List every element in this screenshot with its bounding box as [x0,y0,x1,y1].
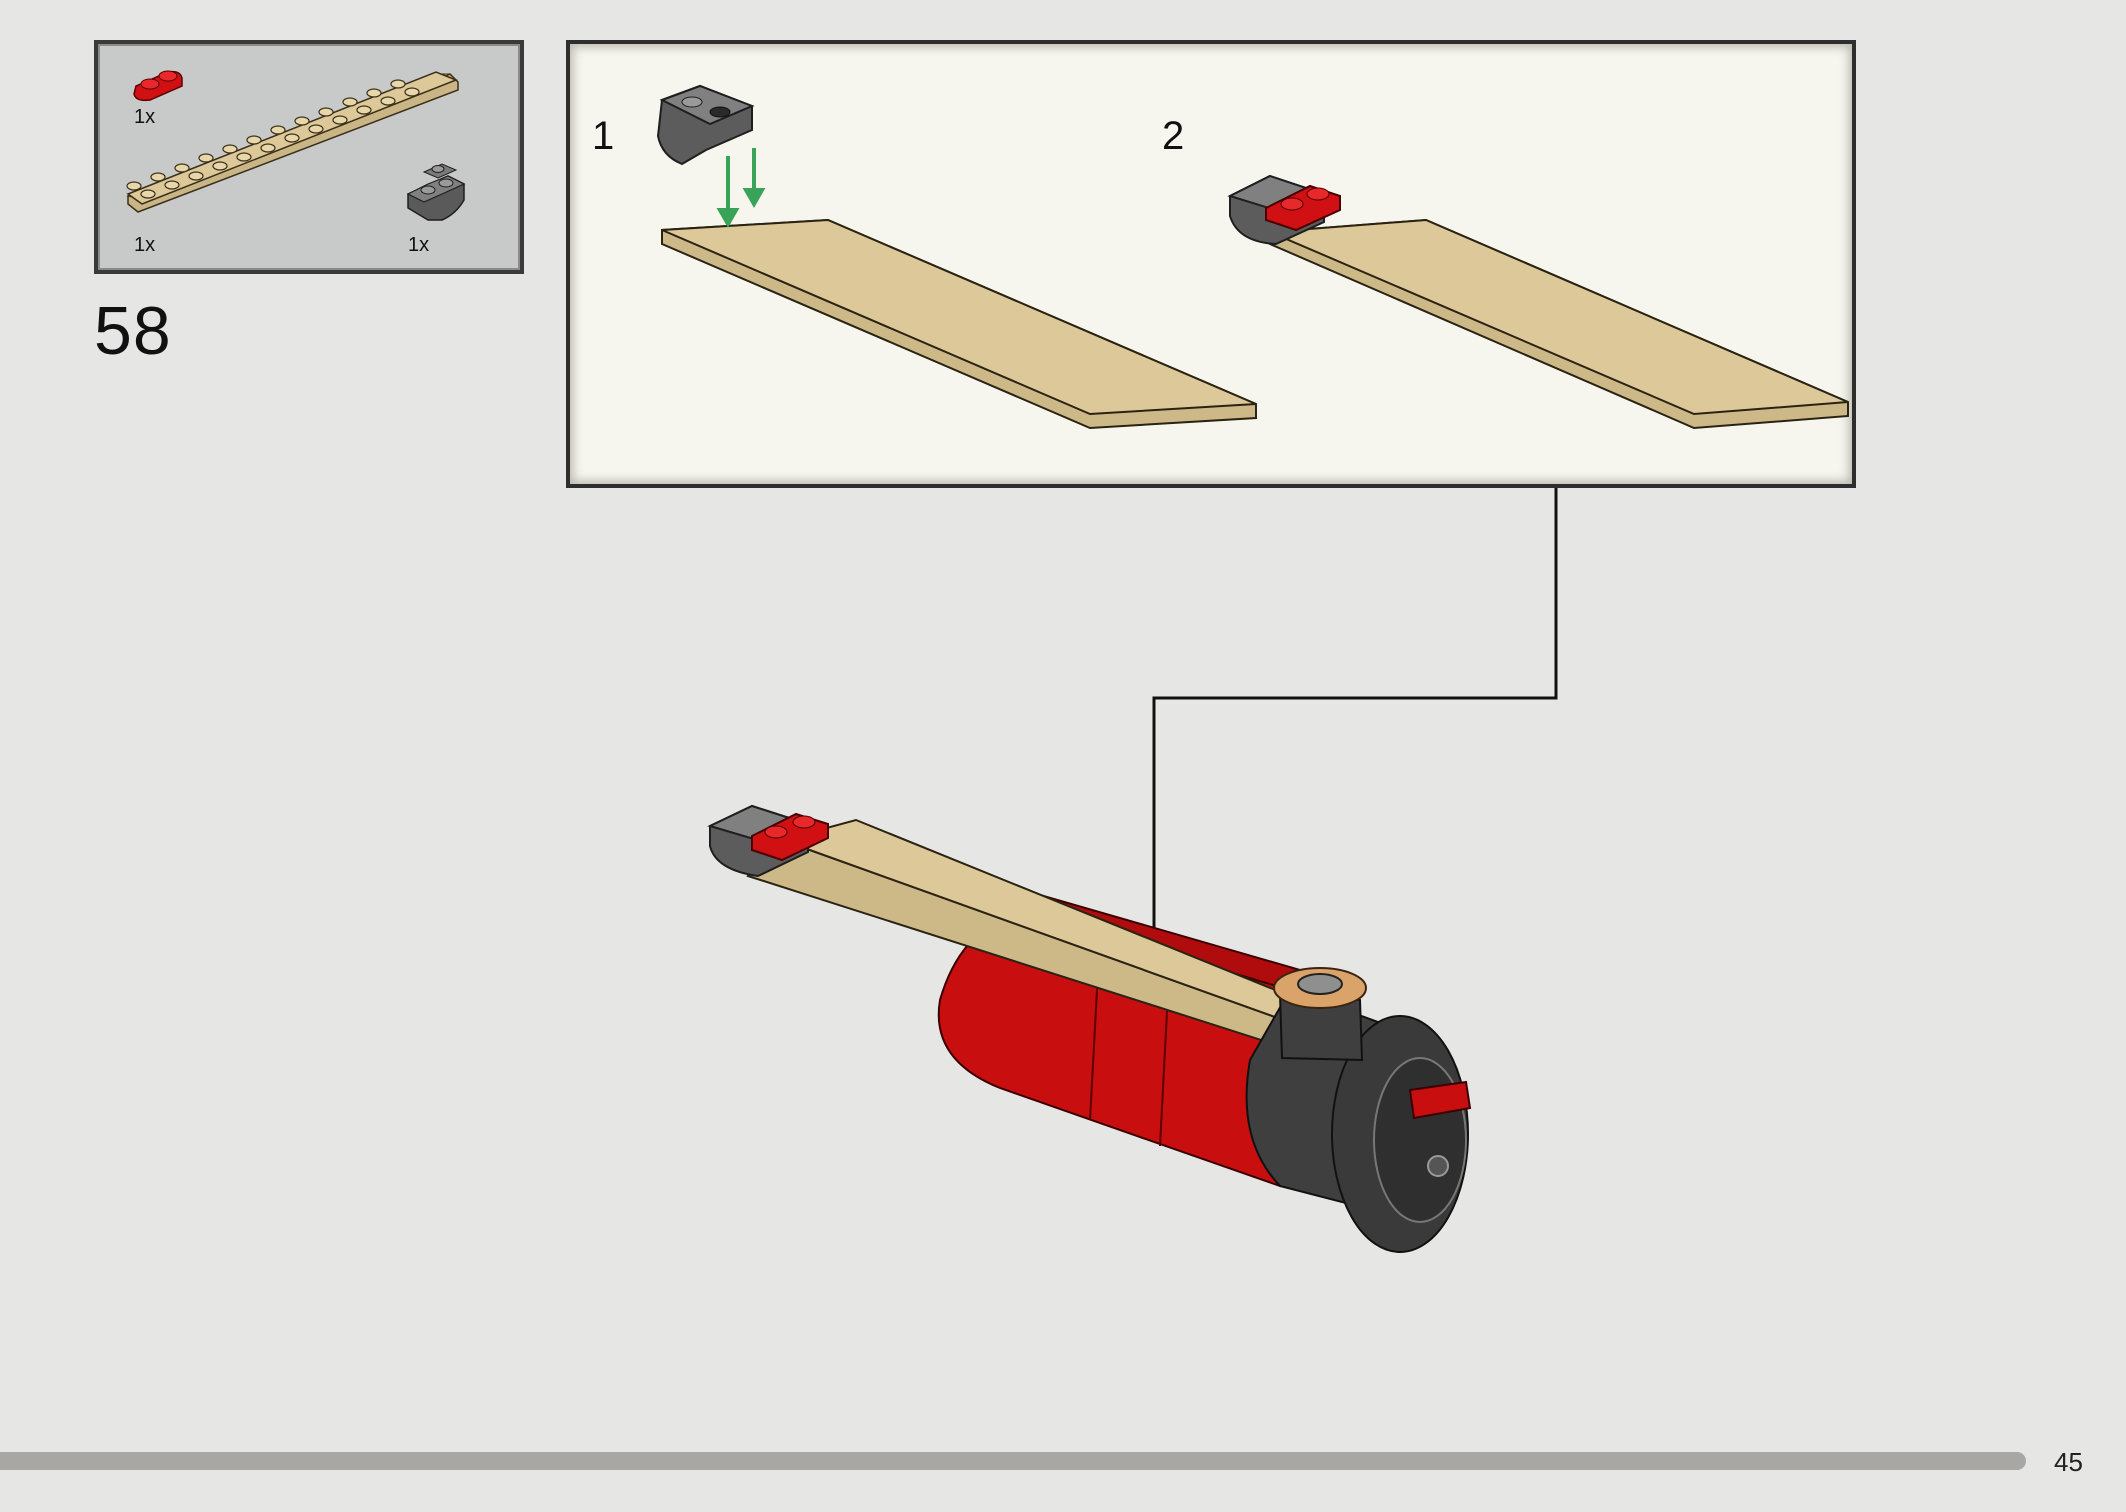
substep-label: 2 [1162,114,1185,158]
grey-curved-brick-icon [656,84,755,166]
tan-plate-icon [661,218,1257,430]
red-plate-1x2-icon [1265,184,1341,232]
part-quantity: 1x [408,234,430,256]
subassembly-callout: 1 2 [566,40,1856,488]
red-plate-1x2-icon [751,812,829,862]
substep-label: 1 [592,114,615,158]
parts-callout: 1x 1x 1x [94,40,524,274]
grey-curved-brick-icon [406,163,466,221]
red-plate-1x2-icon [133,70,183,102]
progress-bar [0,1452,2026,1470]
step-number: 58 [94,293,172,369]
tan-plate-2x12-icon [126,71,459,213]
part-quantity: 1x [134,106,156,128]
insertion-arrow-icon [716,148,766,229]
subassembly-illustration [656,84,1849,430]
part-quantity: 1x [134,234,156,256]
parts-illustration [126,70,466,221]
chimney-icon [1273,967,1367,1062]
page-number: 45 [2054,1447,2083,1477]
